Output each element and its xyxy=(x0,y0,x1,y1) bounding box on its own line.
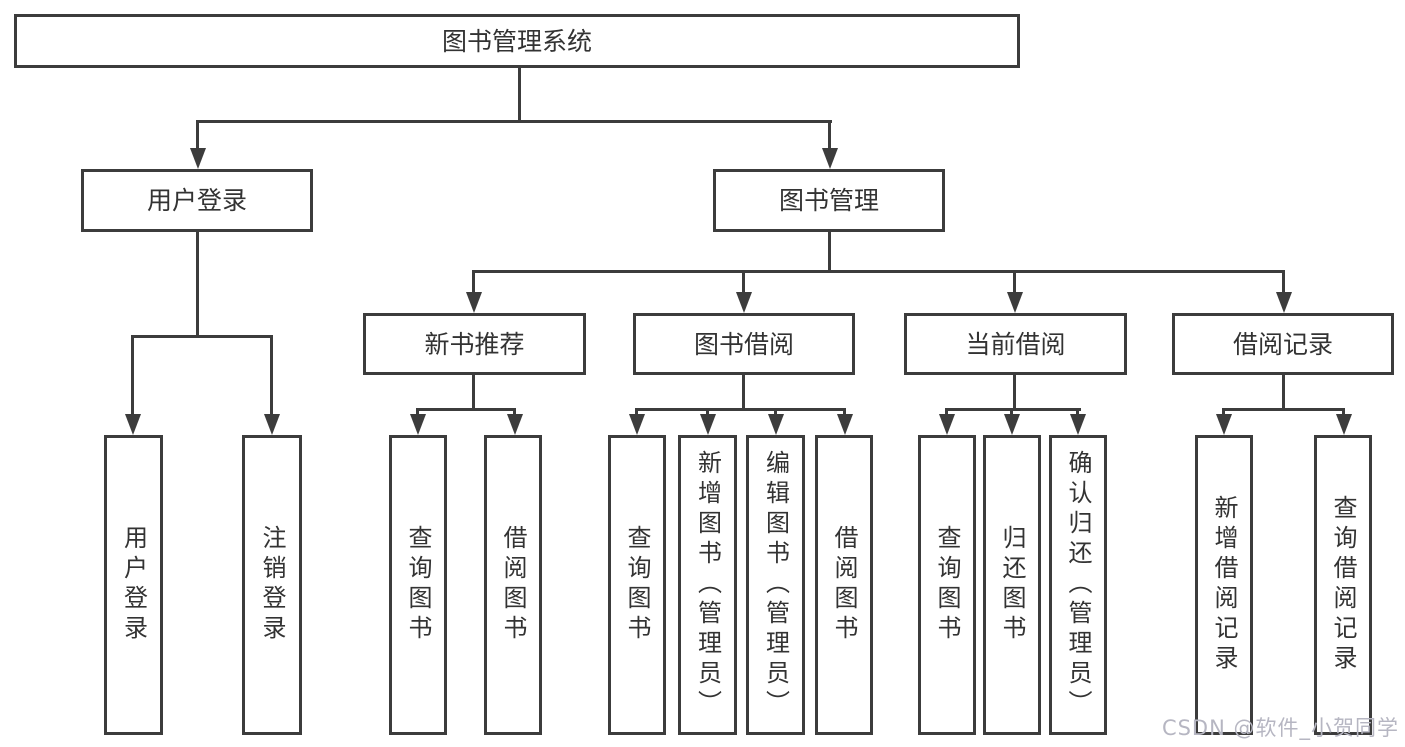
arrowhead-current-borrow xyxy=(1007,292,1023,313)
leaf-br-query-record-label: 查询借阅记录 xyxy=(1329,495,1357,675)
node-current-borrow-label: 当前借阅 xyxy=(965,329,1066,359)
leaf-cb-confirm-return-admin-label: 确认归还（管理员） xyxy=(1064,450,1092,720)
leaf-cb-query-books-label: 查询图书 xyxy=(933,525,961,645)
leaf-user-login-label: 用户登录 xyxy=(119,525,148,645)
connector-user-login-stub xyxy=(196,232,199,338)
arrowhead-cb-return xyxy=(1004,414,1020,435)
connector-book-borrow-rail xyxy=(635,408,846,411)
arrowhead-br-query xyxy=(1336,414,1352,435)
leaf-bb-borrow-books-label: 借阅图书 xyxy=(830,525,858,645)
leaf-logout-label: 注销登录 xyxy=(258,525,286,645)
node-root-label: 图书管理系统 xyxy=(441,26,592,56)
connector-book-manage-rail xyxy=(472,270,1285,273)
arrowhead-user-login xyxy=(190,148,206,169)
leaf-bb-edit-books-admin-label: 编辑图书（管理员） xyxy=(761,450,790,720)
leaf-cb-return-books: 归还图书 xyxy=(983,435,1041,735)
leaf-br-add-record-label: 新增借阅记录 xyxy=(1210,495,1238,675)
connector-to-bb-borrow xyxy=(843,408,846,418)
connector-borrow-records-stub xyxy=(1282,375,1285,411)
connector-to-new-books xyxy=(472,270,475,294)
arrowhead-borrow-records xyxy=(1276,292,1292,313)
connector-current-borrow-rail xyxy=(945,408,1081,411)
connector-root-stub xyxy=(518,68,521,122)
connector-to-nb-query xyxy=(416,408,419,418)
arrowhead-br-add xyxy=(1216,414,1232,435)
node-borrow-records: 借阅记录 xyxy=(1172,313,1394,375)
leaf-br-add-record: 新增借阅记录 xyxy=(1195,435,1253,735)
leaf-bb-edit-books-admin: 编辑图书（管理员） xyxy=(746,435,805,735)
connector-to-br-query xyxy=(1342,408,1345,418)
connector-user-login-rail xyxy=(131,335,273,338)
node-root-library-system: 图书管理系统 xyxy=(14,14,1020,68)
connector-to-book-borrow xyxy=(742,270,745,294)
leaf-user-login: 用户登录 xyxy=(104,435,163,735)
arrowhead-bb-add xyxy=(700,414,716,435)
arrowhead-bb-borrow xyxy=(837,414,853,435)
connector-to-cb-confirm xyxy=(1076,408,1079,418)
connector-current-borrow-stub xyxy=(1013,375,1016,411)
leaf-bb-add-books-admin: 新增图书（管理员） xyxy=(678,435,737,735)
arrowhead-leaf-login xyxy=(125,414,141,435)
connector-book-borrow-stub xyxy=(742,375,745,411)
leaf-cb-return-books-label: 归还图书 xyxy=(998,525,1026,645)
arrowhead-cb-confirm xyxy=(1070,414,1086,435)
connector-new-books-stub xyxy=(472,375,475,411)
node-user-login: 用户登录 xyxy=(81,169,313,232)
node-user-login-label: 用户登录 xyxy=(146,186,247,215)
arrowhead-cb-query xyxy=(939,414,955,435)
leaf-bb-query-books: 查询图书 xyxy=(608,435,666,735)
node-new-books-label: 新书推荐 xyxy=(424,329,525,359)
leaf-nb-query-books: 查询图书 xyxy=(389,435,447,735)
leaf-br-query-record: 查询借阅记录 xyxy=(1314,435,1372,735)
leaf-nb-borrow-books-label: 借阅图书 xyxy=(499,525,527,645)
connector-to-bb-query xyxy=(635,408,638,418)
node-borrow-records-label: 借阅记录 xyxy=(1232,329,1333,359)
arrowhead-leaf-logout xyxy=(264,414,280,435)
connector-to-bb-add xyxy=(706,408,709,418)
arrowhead-nb-borrow xyxy=(507,414,523,435)
node-current-borrow: 当前借阅 xyxy=(904,313,1127,375)
connector-to-nb-borrow xyxy=(513,408,516,418)
connector-to-cb-return xyxy=(1010,408,1013,418)
connector-to-br-add xyxy=(1222,408,1225,418)
connector-book-manage-stub xyxy=(828,232,831,273)
leaf-cb-confirm-return-admin: 确认归还（管理员） xyxy=(1049,435,1107,735)
connector-new-books-rail xyxy=(416,408,516,411)
connector-to-bb-edit xyxy=(774,408,777,418)
arrowhead-book-borrow xyxy=(736,292,752,313)
leaf-nb-query-books-label: 查询图书 xyxy=(404,525,432,645)
csdn-watermark: CSDN @软件_小贺同学 xyxy=(1161,716,1399,740)
connector-borrow-records-rail xyxy=(1222,408,1345,411)
arrowhead-new-books xyxy=(466,292,482,313)
connector-to-book-manage xyxy=(828,120,831,150)
leaf-nb-borrow-books: 借阅图书 xyxy=(484,435,542,735)
arrowhead-bb-query xyxy=(629,414,645,435)
leaf-bb-add-books-admin-label: 新增图书（管理员） xyxy=(693,450,722,720)
leaf-bb-borrow-books: 借阅图书 xyxy=(815,435,873,735)
leaf-bb-query-books-label: 查询图书 xyxy=(623,525,651,645)
connector-to-current-borrow xyxy=(1013,270,1016,294)
node-book-manage-label: 图书管理 xyxy=(778,186,879,215)
arrowhead-nb-query xyxy=(410,414,426,435)
node-book-borrow-label: 图书借阅 xyxy=(693,329,794,359)
connector-to-borrow-records xyxy=(1282,270,1285,294)
connector-to-leaf-logout xyxy=(270,335,273,416)
arrowhead-bb-edit xyxy=(768,414,784,435)
connector-to-user-login xyxy=(196,120,199,150)
arrowhead-book-manage xyxy=(822,148,838,169)
node-book-borrow: 图书借阅 xyxy=(633,313,855,375)
node-new-books: 新书推荐 xyxy=(363,313,586,375)
node-book-manage: 图书管理 xyxy=(713,169,945,232)
connector-to-leaf-login xyxy=(131,335,134,416)
connector-to-cb-query xyxy=(945,408,948,418)
leaf-logout: 注销登录 xyxy=(242,435,302,735)
connector-root-rail xyxy=(196,120,832,123)
leaf-cb-query-books: 查询图书 xyxy=(918,435,976,735)
